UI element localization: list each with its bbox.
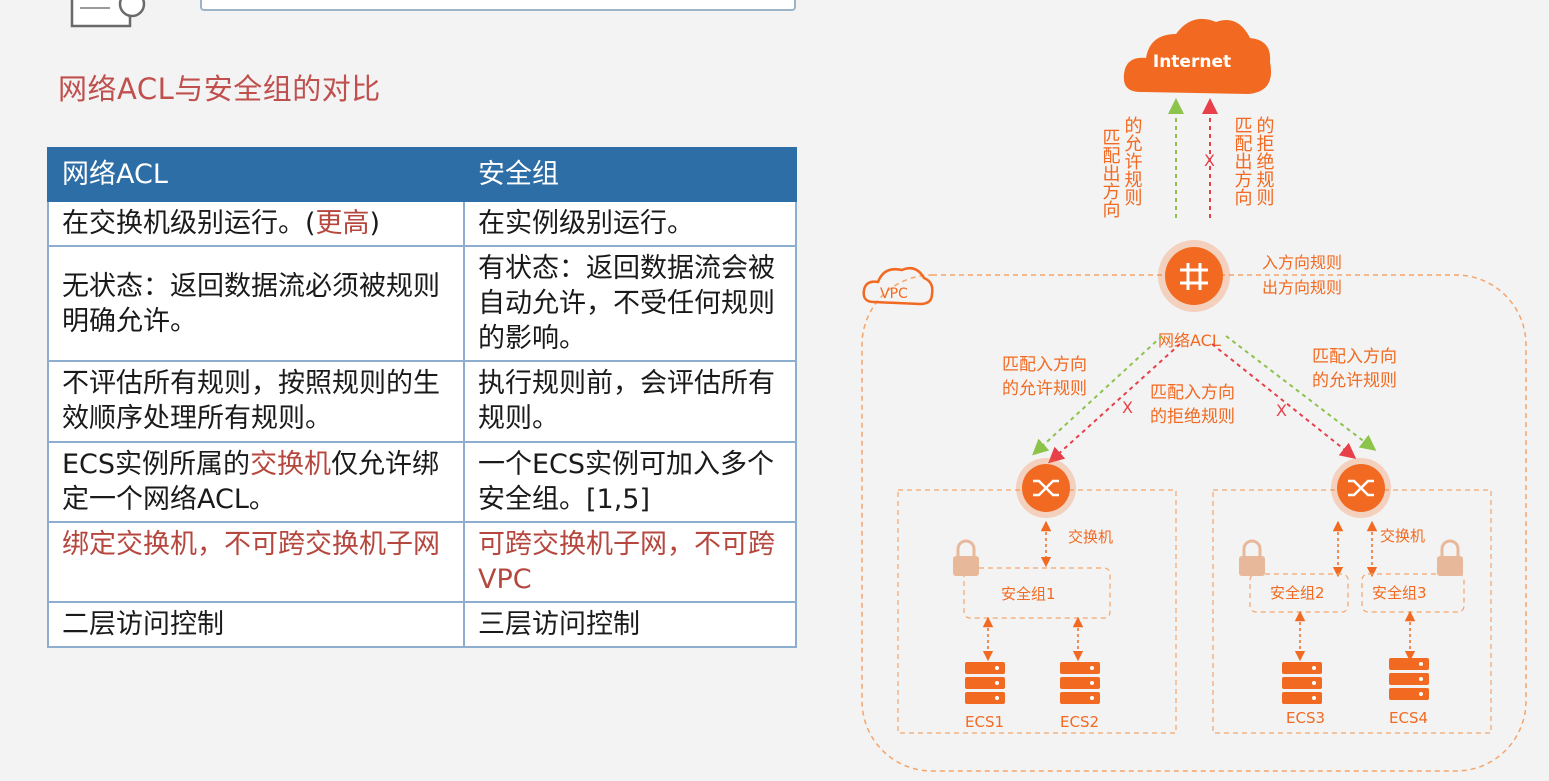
table-row: 绑定交换机，不可跨交换机子网 可跨交换机子网，不可跨VPC xyxy=(47,520,797,603)
page-title: 网络ACL与安全组的对比 xyxy=(58,66,381,108)
inbound-allow-right-arrow xyxy=(1225,335,1377,451)
ecs1-label: ECS1 xyxy=(965,713,1004,731)
outbound-allow-label: 匹配出方向 的允许规则 xyxy=(1100,116,1143,218)
header-security-group: 安全组 xyxy=(463,147,797,202)
table-row: 不评估所有规则，按照规则的生效顺序处理所有规则。 执行规则前，会评估所有规则。 xyxy=(47,360,797,443)
lock-icon xyxy=(1239,539,1265,576)
acl-label: 网络ACL xyxy=(1158,331,1221,350)
cell-acl: 不评估所有规则，按照规则的生效顺序处理所有规则。 xyxy=(47,360,465,443)
lock-icon xyxy=(1437,539,1463,576)
svg-text:匹配出方向: 匹配出方向 xyxy=(1100,128,1121,218)
outbound-deny-label: 匹配出方向 的拒绝规则 xyxy=(1232,116,1275,206)
inbound-allow-left-l2: 的允许规则 xyxy=(1002,379,1087,399)
ecs4-label: ECS4 xyxy=(1389,709,1428,727)
cell-acl: ECS实例所属的交换机仅允许绑定一个网络ACL。 xyxy=(47,440,465,523)
vpc-cloud-icon: VPC xyxy=(862,267,934,306)
server-icon xyxy=(1389,658,1429,700)
switch-left-icon xyxy=(1016,458,1076,518)
ecs3-label: ECS3 xyxy=(1286,709,1325,727)
cell-sg: 有状态：返回数据流会被自动允许，不受任何规则的影响。 xyxy=(463,245,797,363)
cell-text: 仅允许绑定一个网络ACL。 xyxy=(62,448,440,515)
highlight-text: 更高 xyxy=(315,208,370,239)
cell-text: ) xyxy=(369,208,381,239)
cell-text: 无状态：返回数据流必须被规则明确允许。 xyxy=(62,270,440,337)
inbound-deny-right-x: X xyxy=(1276,401,1287,420)
cell-text: 在交换机级别运行。( xyxy=(62,208,316,239)
table-row: 在交换机级别运行。(更高) 在实例级别运行。 xyxy=(47,199,797,248)
cell-acl: 绑定交换机，不可跨交换机子网 xyxy=(47,520,465,603)
header-acl: 网络ACL xyxy=(47,147,465,202)
security-group-1-box xyxy=(963,567,1111,619)
switch-left-label: 交换机 xyxy=(1068,528,1113,546)
inbound-deny-right-arrow xyxy=(1211,343,1357,459)
inbound-deny-left-x: X xyxy=(1122,398,1133,417)
cell-acl: 在交换机级别运行。(更高) xyxy=(47,199,465,248)
acl-inbound-rules: 入方向规则 xyxy=(1262,253,1342,272)
cell-acl: 二层访问控制 xyxy=(47,600,465,649)
highlight-text: 交换机 xyxy=(250,448,332,480)
document-icon xyxy=(70,0,146,28)
server-icon xyxy=(965,662,1005,704)
svg-text:的允许规则: 的允许规则 xyxy=(1122,116,1143,206)
inbound-allow-right-l2: 的允许规则 xyxy=(1312,371,1397,391)
inbound-allow-right-l1: 匹配入方向 xyxy=(1312,347,1397,367)
inbound-allow-left-l1: 匹配入方向 xyxy=(1002,355,1087,375)
switch-right-icon xyxy=(1331,458,1391,518)
server-icon xyxy=(1282,662,1322,704)
table-row: ECS实例所属的交换机仅允许绑定一个网络ACL。 一个ECS实例可加入多个安全组… xyxy=(47,440,797,523)
cell-sg: 可跨交换机子网，不可跨VPC xyxy=(463,520,797,603)
outbound-deny-x: X xyxy=(1204,151,1215,170)
table-row: 二层访问控制 三层访问控制 xyxy=(47,600,797,649)
svg-text:的拒绝规则: 的拒绝规则 xyxy=(1254,116,1275,206)
svg-text:匹配出方向: 匹配出方向 xyxy=(1232,116,1253,206)
inbound-deny-l1: 匹配入方向 xyxy=(1150,383,1235,403)
cell-sg: 三层访问控制 xyxy=(463,600,797,649)
network-diagram: Internet X 匹配出方向 的允许规则 匹配出方向 的拒绝规则 VPC 网… xyxy=(861,18,1527,772)
network-acl-icon xyxy=(1158,240,1230,312)
cell-sg: 一个ECS实例可加入多个安全组。[1,5] xyxy=(463,440,797,523)
server-icon xyxy=(1060,662,1100,704)
cell-text: ECS实例所属的 xyxy=(62,448,251,480)
internet-cloud-icon: Internet xyxy=(1123,18,1272,94)
vpc-label: VPC xyxy=(880,286,908,302)
table-row: 无状态：返回数据流必须被规则明确允许。 有状态：返回数据流会被自动允许，不受任何… xyxy=(47,245,797,363)
inbound-deny-l2: 的拒绝规则 xyxy=(1150,407,1235,427)
security-group-1-label: 安全组1 xyxy=(1001,585,1056,603)
top-banner-frame xyxy=(200,0,796,11)
security-group-2-label: 安全组2 xyxy=(1270,584,1325,602)
acl-outbound-rules: 出方向规则 xyxy=(1262,278,1342,297)
cell-sg: 在实例级别运行。 xyxy=(463,199,797,248)
cell-sg: 执行规则前，会评估所有规则。 xyxy=(463,360,797,443)
lock-icon xyxy=(953,539,979,576)
subnet-left-box xyxy=(897,489,1177,734)
security-group-3-box xyxy=(1361,573,1465,613)
security-group-3-label: 安全组3 xyxy=(1372,584,1427,602)
cell-acl: 无状态：返回数据流必须被规则明确允许。 xyxy=(47,245,465,363)
switch-right-label: 交换机 xyxy=(1380,527,1425,545)
table-header-row: 网络ACL 安全组 xyxy=(47,147,797,202)
page-title-text: 网络ACL与安全组的对比 xyxy=(58,72,381,106)
ecs2-label: ECS2 xyxy=(1060,713,1099,731)
comparison-table: 网络ACL 安全组 在交换机级别运行。(更高) 在实例级别运行。 无状态：返回数… xyxy=(47,147,797,649)
internet-label: Internet xyxy=(1153,52,1231,72)
